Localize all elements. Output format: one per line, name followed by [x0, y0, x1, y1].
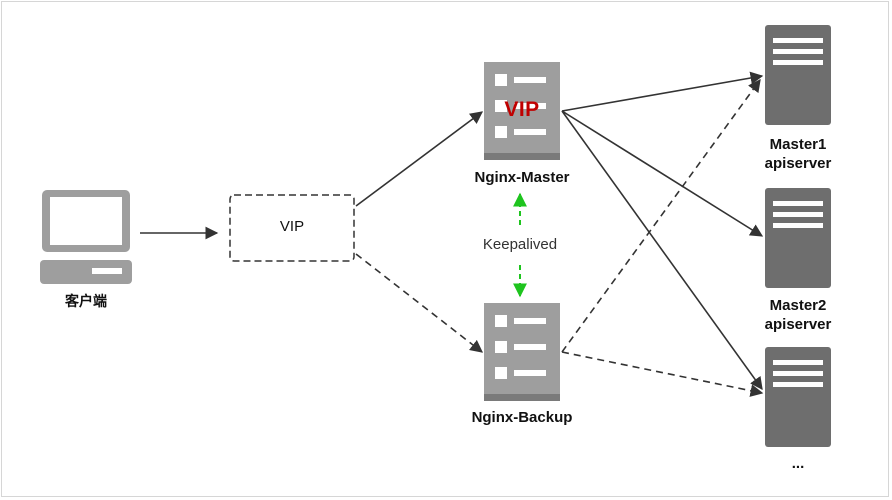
- master2-role: apiserver: [764, 316, 832, 333]
- master1-label: Master1 apiserver: [748, 135, 848, 173]
- master1-name: Master1: [769, 136, 827, 153]
- client-label: 客户端: [65, 293, 107, 309]
- nginx-master-vip-label: VIP: [504, 98, 540, 121]
- client-computer-icon: [40, 190, 132, 284]
- nginx-backup-label: Nginx-Backup: [471, 409, 573, 426]
- master2-label: Master2 apiserver: [748, 296, 848, 334]
- keepalived-label: Keepalived: [476, 236, 564, 253]
- arrow-vip-to-master: [355, 111, 484, 207]
- nginx-master-label: Nginx-Master: [474, 169, 570, 186]
- more-servers-label: ...: [791, 455, 805, 472]
- nginx-master-server-icon: [484, 62, 560, 160]
- apiserver-more-icon: [765, 347, 831, 447]
- arrow-vip-to-backup: [355, 253, 484, 353]
- vip-box: [229, 194, 355, 262]
- master1-role: apiserver: [764, 155, 832, 172]
- arrow-backup-to-master1: [561, 78, 761, 353]
- arrow-master-to-more: [561, 110, 763, 391]
- vip-box-label: VIP: [279, 218, 305, 235]
- arrow-backup-to-more: [561, 351, 764, 397]
- master2-apiserver-icon: [765, 188, 831, 288]
- nginx-backup-server-icon: [484, 303, 560, 401]
- master1-apiserver-icon: [765, 25, 831, 125]
- master2-name: Master2: [769, 297, 827, 314]
- arrow-master-to-master2: [561, 110, 764, 237]
- arrow-master-to-master1: [561, 71, 764, 112]
